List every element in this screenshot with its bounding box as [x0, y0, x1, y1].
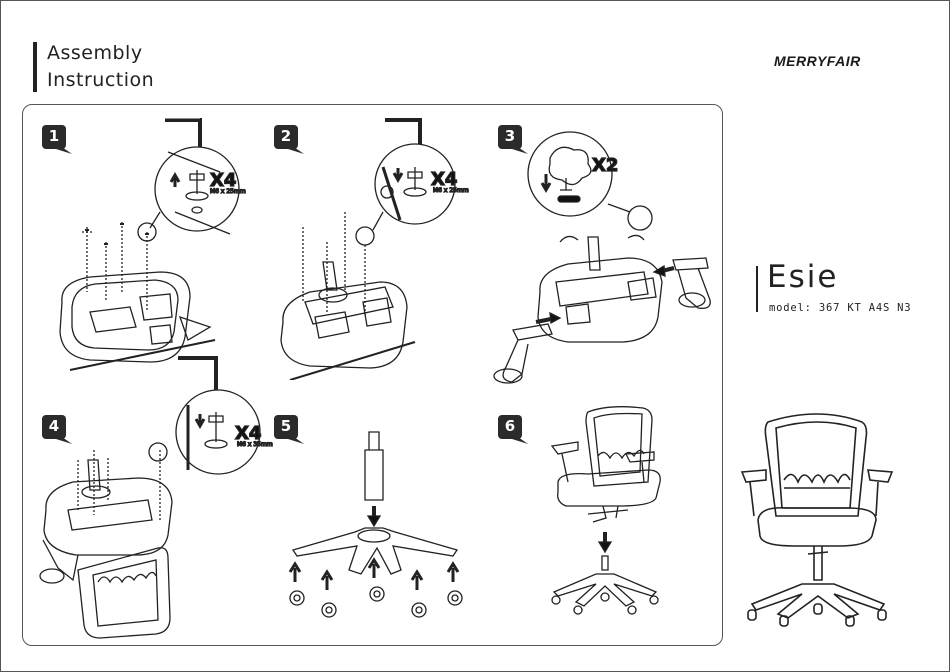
caster-icon — [369, 586, 385, 602]
armrest-left — [740, 469, 767, 517]
step-4-spec: M6 x 35mm — [237, 441, 273, 448]
washer-icon — [403, 187, 427, 197]
caster-icon — [411, 602, 427, 618]
step-3-quantity: X2 — [592, 155, 618, 176]
brand-logo: MERRYFAIR — [774, 53, 861, 69]
seat-base — [537, 257, 663, 343]
gas-cylinder — [364, 431, 384, 501]
step-2-spec: M6 x 25mm — [433, 187, 469, 194]
knob-icon — [548, 146, 592, 186]
step-1-quantity: X4 — [210, 170, 236, 191]
seat-base — [43, 477, 173, 556]
title-line-2: Instruction — [47, 69, 155, 91]
caster-icon — [447, 590, 463, 606]
brand-logo-text: MERRYFAIR — [774, 53, 861, 69]
washer-icon — [185, 191, 209, 201]
caster-icon — [289, 590, 305, 606]
product-model: model: 367 KT A4S N3 — [769, 302, 912, 314]
step-1-number: 1 — [48, 127, 60, 145]
product-name: Esie — [767, 259, 839, 295]
step-3-number: 3 — [504, 127, 516, 145]
step-4-quantity: X4 — [235, 423, 261, 444]
caster-icon — [321, 602, 337, 618]
seat-base — [59, 271, 191, 363]
page-title: Assembly Instruction — [47, 40, 154, 94]
chair-seat — [557, 469, 661, 507]
armrest-left — [502, 323, 553, 383]
step-1-spec: M6 x 25mm — [210, 188, 246, 195]
finished-seat — [757, 506, 877, 547]
backrest-frame — [77, 547, 171, 639]
product-accent-bar — [756, 266, 758, 312]
step-5-illustration — [288, 431, 463, 618]
step-1-badge: 1 — [42, 125, 72, 154]
seat-base — [280, 281, 408, 369]
zoom-detail-circle — [175, 389, 261, 475]
step-2-illustration: X4 M6 x 25mm — [280, 118, 469, 380]
step-2-number: 2 — [280, 127, 292, 145]
finished-backrest — [764, 413, 868, 517]
five-star-base — [291, 527, 459, 575]
finished-base — [750, 583, 886, 619]
step-6-illustration — [550, 406, 661, 615]
armrest-right — [672, 257, 711, 309]
screw-icon — [208, 412, 224, 442]
screw-icon — [407, 167, 423, 190]
instruction-panel — [22, 104, 723, 646]
chair-icon — [740, 413, 894, 627]
step-5-badge: 5 — [274, 415, 304, 444]
step-5-number: 5 — [280, 417, 292, 435]
step-4-badge: 4 — [42, 415, 72, 444]
five-star-base — [552, 573, 658, 607]
screw-icon — [189, 170, 205, 194]
step-1-illustration: X4 M6 x 25mm — [59, 117, 246, 371]
caster-icon — [551, 592, 659, 615]
step-2-quantity: X4 — [431, 169, 457, 190]
step-2-badge: 2 — [274, 125, 304, 154]
caster-icon — [747, 603, 887, 627]
step-6-number: 6 — [504, 417, 516, 435]
washer-icon — [204, 439, 228, 449]
title-line-1: Assembly — [47, 42, 143, 64]
step-4-illustration: X4 M6 x 35mm — [39, 356, 273, 639]
armrest-right — [867, 469, 894, 517]
step-3-illustration: X2 — [493, 131, 711, 384]
step-4-number: 4 — [48, 417, 60, 435]
chair-backrest — [585, 406, 653, 487]
title-accent-bar — [33, 42, 37, 92]
step-6-badge: 6 — [498, 415, 528, 444]
step-3-badge: 3 — [498, 125, 528, 154]
